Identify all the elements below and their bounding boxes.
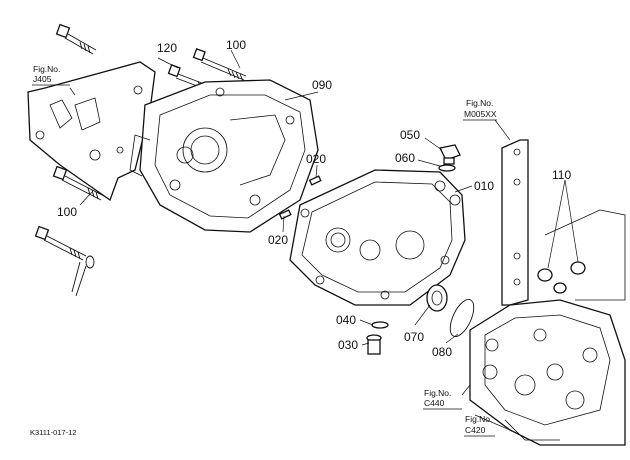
bolt-100-lower-left: [52, 165, 105, 201]
callout-110: 110: [552, 168, 571, 182]
leader-lines: [69, 49, 579, 431]
pin-clip: [71, 255, 95, 297]
transmission-assembly: [469, 299, 626, 446]
callout-020-upper: 020: [306, 152, 326, 166]
o-ring-080: [449, 299, 475, 337]
figref-m005xx-prefix: Fig.No.: [466, 98, 493, 108]
washer-060: [438, 164, 456, 172]
callout-100-left: 100: [57, 205, 77, 219]
figref-m005xx[interactable]: Fig.No. M005XX: [463, 98, 497, 121]
bolt-100-top: [192, 48, 247, 82]
washer-040: [371, 321, 389, 329]
frame-right: [501, 139, 626, 306]
figref-c440-prefix: Fig.No.: [424, 388, 451, 398]
transmission-case-090: [129, 79, 319, 233]
callout-030: 030: [338, 338, 358, 352]
callout-070: 070: [404, 330, 424, 344]
oil-seal-070: [426, 284, 448, 312]
callout-050: 050: [400, 128, 420, 142]
callout-100-top: 100: [226, 38, 246, 52]
callout-120: 120: [157, 41, 177, 55]
figref-c440[interactable]: Fig.No. C440: [423, 388, 462, 410]
dowel-pins-020: [278, 175, 322, 220]
figref-j405-prefix: Fig.No.: [33, 64, 60, 74]
figref-m005xx-code: M005XX: [464, 109, 497, 119]
plug-050: [439, 144, 461, 165]
callout-040: 040: [336, 313, 356, 327]
figref-c440-code: C440: [424, 398, 445, 408]
figref-c420[interactable]: Fig.No. C420: [464, 414, 495, 437]
callout-010: 010: [474, 179, 494, 193]
callout-060: 060: [395, 151, 415, 165]
callout-080: 080: [432, 345, 452, 359]
callout-020-lower: 020: [268, 233, 288, 247]
callout-090: 090: [312, 78, 332, 92]
mounting-bracket: [27, 61, 156, 202]
case-cover-010: [289, 169, 466, 306]
drain-plug-030: [366, 334, 382, 355]
figref-j405[interactable]: Fig.No. J405: [32, 64, 70, 86]
figref-j405-code: J405: [33, 74, 52, 84]
figref-c420-code: C420: [465, 425, 486, 435]
drawing-code: K3111-017-12: [30, 428, 76, 437]
bolt-100-upper-left: [55, 23, 97, 55]
bolt-bottom-left: [34, 225, 87, 261]
figref-c420-prefix: Fig.No.: [465, 414, 492, 424]
